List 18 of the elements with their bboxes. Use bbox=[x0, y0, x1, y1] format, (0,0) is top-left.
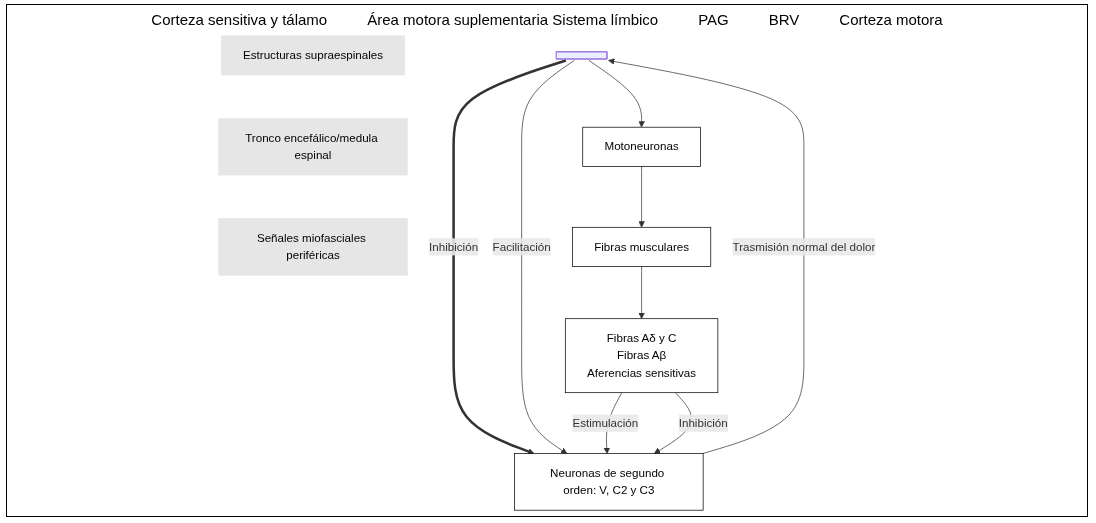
node-box: Neuronas de segundo orden: V, C2 y C3 bbox=[514, 453, 704, 511]
label-text: BRV bbox=[768, 11, 800, 28]
node-box: Fibras musculares bbox=[572, 226, 712, 267]
arrow bbox=[452, 59, 567, 455]
label-text: Área motora suplementaria Sistema límbico bbox=[367, 11, 659, 28]
node-box: Fibras Aδ y C Fibras Aβ Aferencias sensitivas bbox=[564, 318, 719, 394]
label-text: Corteza motora bbox=[839, 11, 943, 28]
node-box: Motoneuronas bbox=[582, 126, 701, 167]
node-box: Tronco encefálico/medula espinal bbox=[218, 118, 408, 176]
edge-label: Estimulación bbox=[572, 416, 639, 429]
node-box: Estructuras supraespinales bbox=[220, 35, 406, 76]
node-box: Señales miofasciales periféricas bbox=[218, 218, 408, 276]
edge-label: Trasmisión normal del dolor bbox=[732, 240, 876, 253]
label-text: PAG bbox=[698, 11, 729, 28]
label-text: Corteza sensitiva y tálamo bbox=[151, 11, 328, 28]
edge-label: Inhibición bbox=[429, 240, 479, 253]
edge-label: Inhibición bbox=[678, 416, 728, 429]
edge-label: Facilitación bbox=[492, 240, 551, 253]
